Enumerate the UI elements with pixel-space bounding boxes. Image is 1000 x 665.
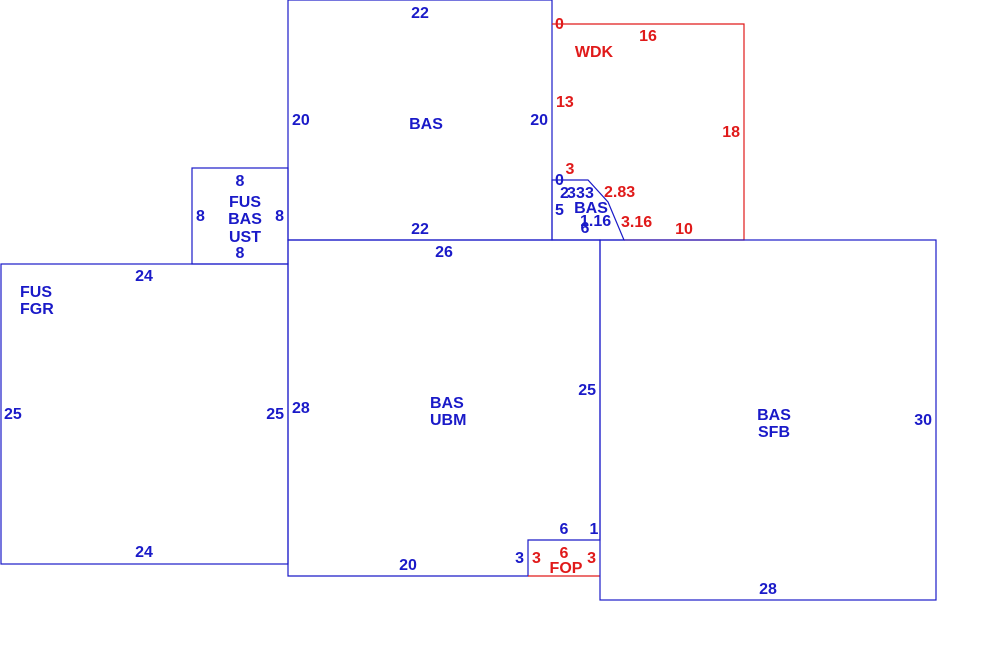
bas-small-mid-dimension: 3 [576,185,585,202]
bas-sfb-outline [599,239,937,601]
fus-bas-ust-bottom-dimension: 8 [236,245,245,262]
wdk-step-dimension: 3 [566,161,575,178]
fus-fgr-label-1: FUS [20,284,52,301]
fus-bas-ust-label-1: FUS [229,194,261,211]
fus-fgr-label-2: FGR [20,301,54,318]
bas-upper-label: BAS [409,116,443,133]
bas-upper-top-dimension: 22 [411,5,429,22]
bas-ubm-notch-left-dimension: 3 [515,550,524,567]
bas-small-diagonal-dimension: 1.16 [580,213,611,230]
bas-small-left-dimension: 5 [555,202,564,219]
fus-bas-ust-right-dimension: 8 [275,208,284,225]
fus-bas-ust-left-dimension: 8 [196,208,205,225]
bas-ubm-notch-right-dimension: 1 [590,521,599,538]
fus-fgr-bottom-dimension: 24 [135,544,153,561]
bas-sfb-right-dimension: 30 [914,412,932,429]
fus-fgr-right-dimension: 25 [266,406,284,423]
bas-small-bottom-dimension: 6 [581,220,590,237]
wdk-corner-dimension: 0 [555,16,564,33]
fop-left-dimension: 3 [532,550,541,567]
bas-ubm-left-dimension: 28 [292,400,310,417]
fus-bas-ust-top-dimension: 8 [236,173,245,190]
fus-fgr-top-dimension: 24 [135,268,153,285]
bas-upper-bottom-dimension: 22 [411,221,429,238]
bas-upper-left-dimension: 20 [292,112,310,129]
bas-ubm-notch-top-dimension: 6 [560,521,569,538]
wdk-diagonal-b-dimension: 3.16 [621,214,652,231]
bas-sfb-label-2: SFB [758,424,790,441]
fus-bas-ust-label-3: UST [229,229,261,246]
wdk-bottom-dimension: 10 [675,221,693,238]
bas-small-inner-dimension: 3 [585,185,594,202]
bas-ubm-right-dimension: 25 [578,382,596,399]
fop-right-dimension: 3 [587,550,596,567]
bas-ubm-top-dimension: 26 [435,244,453,261]
bas-upper-right-dimension: 20 [530,112,548,129]
bas-small-left-top-dimension: 0 [555,172,564,189]
fop-label: FOP [550,560,583,577]
bas-sfb-label-1: BAS [757,407,791,424]
wdk-diagonal-a-dimension: 2.83 [604,184,635,201]
bas-sfb-bottom-dimension: 28 [759,581,777,598]
bas-ubm-bottom-dimension: 20 [399,557,417,574]
bas-ubm-label-2: UBM [430,412,466,429]
fus-bas-ust-label-2: BAS [228,211,262,228]
wdk-right-dimension: 18 [722,124,740,141]
wdk-left-dimension: 13 [556,94,574,111]
wdk-top-dimension: 16 [639,28,657,45]
bas-ubm-label-1: BAS [430,395,464,412]
wdk-label: WDK [575,44,614,61]
bas-small-label: BAS [574,200,608,217]
fus-fgr-left-dimension: 25 [4,406,22,423]
fop-top-dimension: 6 [560,545,569,562]
bas-small-top-dimension: 3 [567,185,576,202]
bas-small-left-short-dimension: 2 [560,185,569,202]
